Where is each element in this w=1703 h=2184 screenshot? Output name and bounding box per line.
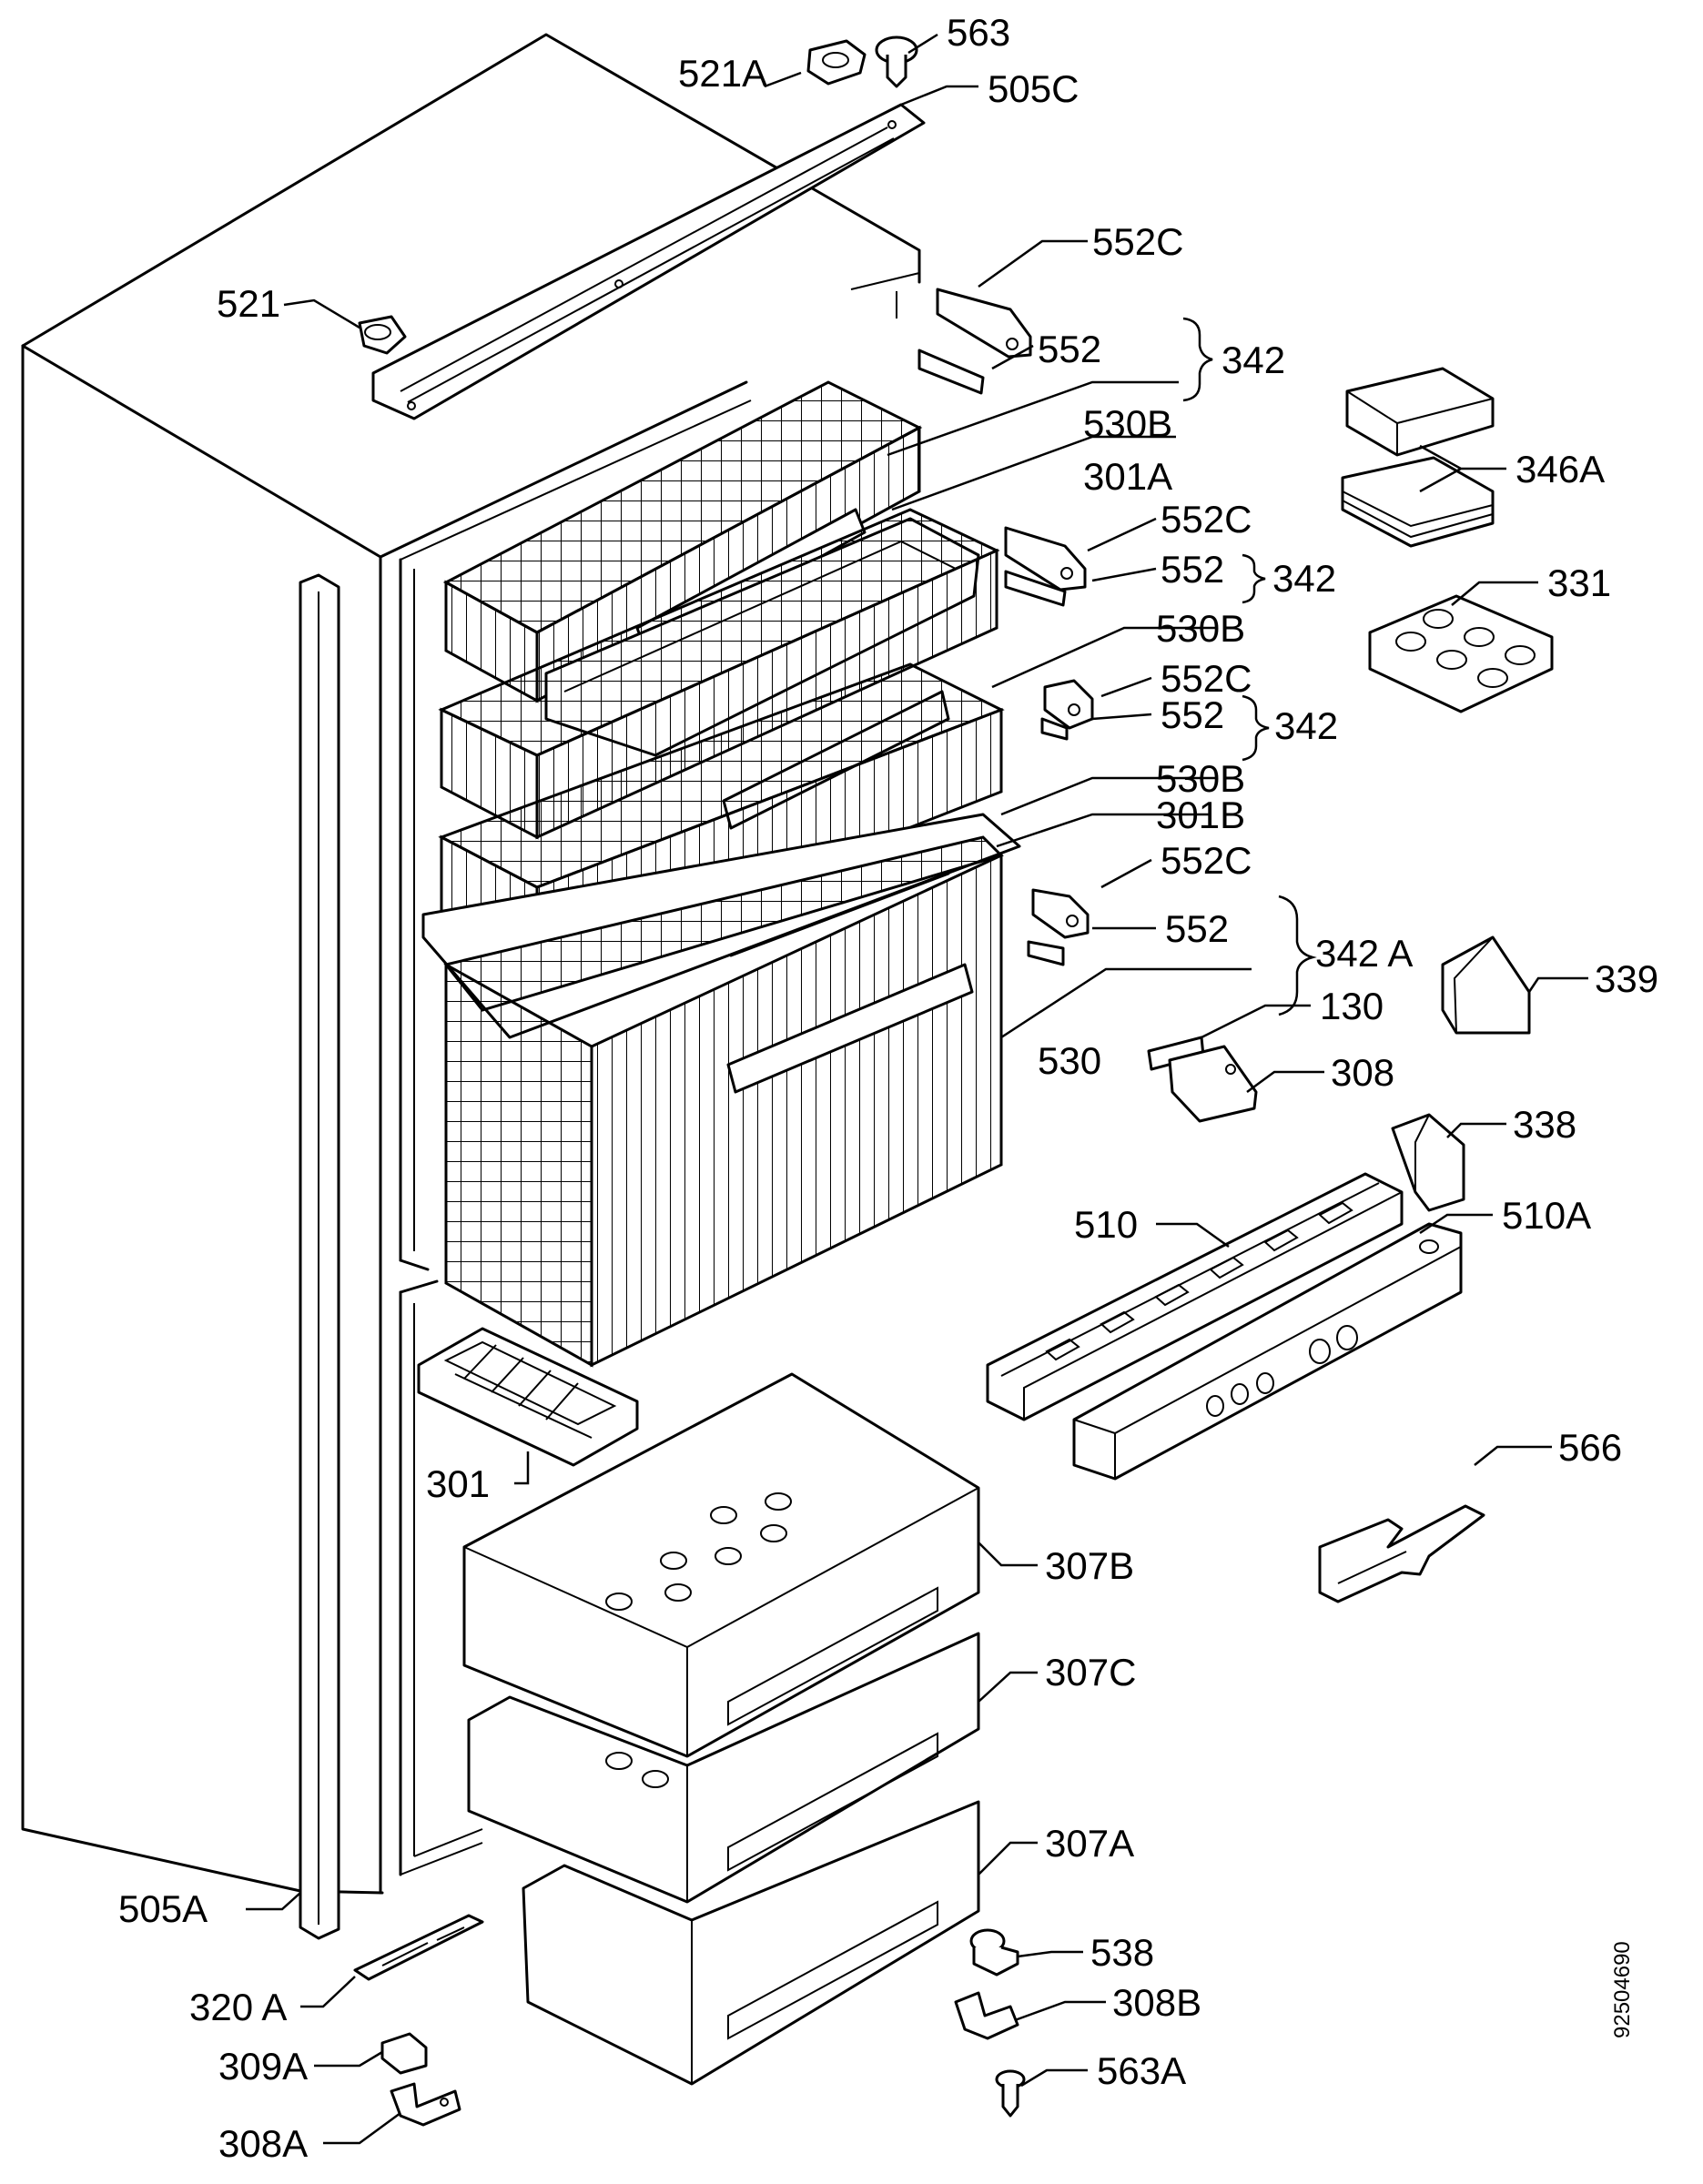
screw-563a <box>995 2069 1026 2118</box>
label-552c-2: 552C <box>1161 498 1252 541</box>
runner-pair-1 <box>917 288 1032 395</box>
label-563: 563 <box>947 11 1010 54</box>
scraper-566 <box>1318 1504 1485 1603</box>
label-130: 130 <box>1320 985 1384 1027</box>
part-331 <box>1368 594 1554 713</box>
part-339 <box>1441 935 1531 1035</box>
panel-windows <box>1045 1201 1353 1361</box>
label-308b: 308B <box>1112 1981 1201 2024</box>
part-521a <box>806 39 867 86</box>
control-panel-510 <box>986 1172 1404 1421</box>
label-307a: 307A <box>1045 1822 1134 1865</box>
part-309a <box>380 2032 428 2075</box>
label-530b-1: 530B <box>1083 402 1172 445</box>
top-rail-505c <box>371 103 926 420</box>
label-342a: 342 A <box>1315 932 1413 975</box>
part-521 <box>358 315 407 355</box>
label-308a: 308A <box>218 2122 308 2165</box>
label-342-2: 342 <box>1272 557 1336 600</box>
label-505a: 505A <box>118 1887 208 1930</box>
label-566: 566 <box>1558 1426 1622 1469</box>
ice-tray-301 <box>417 1327 639 1467</box>
label-530: 530 <box>1038 1039 1101 1082</box>
drawer-307b <box>462 1372 980 1758</box>
seal-strip-505a <box>299 573 340 1940</box>
runner-pair-3 <box>1040 679 1094 741</box>
document-number: 92504690 <box>1610 1941 1635 2038</box>
label-521: 521 <box>217 282 280 325</box>
label-309a: 309A <box>218 2045 308 2088</box>
label-521a: 521A <box>678 52 767 95</box>
label-552-2: 552 <box>1161 548 1224 591</box>
label-552-3: 552 <box>1161 693 1224 736</box>
panel-cover-510a <box>1072 1222 1463 1481</box>
label-338: 338 <box>1513 1103 1576 1146</box>
label-301b: 301B <box>1156 794 1245 836</box>
label-552c-4: 552C <box>1161 839 1252 882</box>
runner-pair-4 <box>1027 888 1090 966</box>
label-339: 339 <box>1595 957 1658 1000</box>
runner-pair-2 <box>1004 526 1087 607</box>
label-552c-1: 552C <box>1092 220 1183 263</box>
label-538: 538 <box>1090 1931 1154 1974</box>
basket-530-large <box>443 835 1004 1368</box>
label-346a: 346A <box>1515 448 1605 490</box>
label-301: 301 <box>426 1462 490 1505</box>
label-563a: 563A <box>1097 2049 1186 2092</box>
label-552-4: 552 <box>1165 907 1229 950</box>
label-505c: 505C <box>988 67 1079 110</box>
brace-marks <box>1182 317 1317 1016</box>
label-307c: 307C <box>1045 1651 1136 1694</box>
label-530b-3: 530B <box>1156 757 1245 800</box>
label-510: 510 <box>1074 1203 1138 1246</box>
hinge-308a <box>390 2082 461 2127</box>
label-320a: 320 A <box>189 1986 287 2028</box>
part-346a <box>1341 367 1495 548</box>
label-342-1: 342 <box>1221 339 1285 381</box>
label-307b: 307B <box>1045 1544 1134 1587</box>
part-labels: 563 521A 505C 552C 521 552 342 530B 301A… <box>118 11 1658 2165</box>
drawer-307c <box>467 1632 980 1904</box>
hinge-308b <box>954 1991 1019 2040</box>
part-538 <box>969 1928 1019 1977</box>
label-552-1: 552 <box>1038 328 1101 370</box>
label-510a: 510A <box>1502 1194 1591 1237</box>
hinge-130-308 <box>1147 1036 1258 1123</box>
part-563 <box>875 35 918 88</box>
drawer-307a <box>522 1800 980 2086</box>
label-552c-3: 552C <box>1161 657 1252 700</box>
grille-320a <box>353 1914 484 1981</box>
label-308: 308 <box>1331 1051 1394 1094</box>
leader-lines <box>246 33 1588 2145</box>
cabinet-body <box>21 33 921 1895</box>
part-338 <box>1391 1113 1465 1212</box>
label-331: 331 <box>1547 561 1611 604</box>
label-342-3: 342 <box>1274 704 1338 747</box>
label-301a: 301A <box>1083 455 1172 498</box>
label-530b-2: 530B <box>1156 607 1245 650</box>
